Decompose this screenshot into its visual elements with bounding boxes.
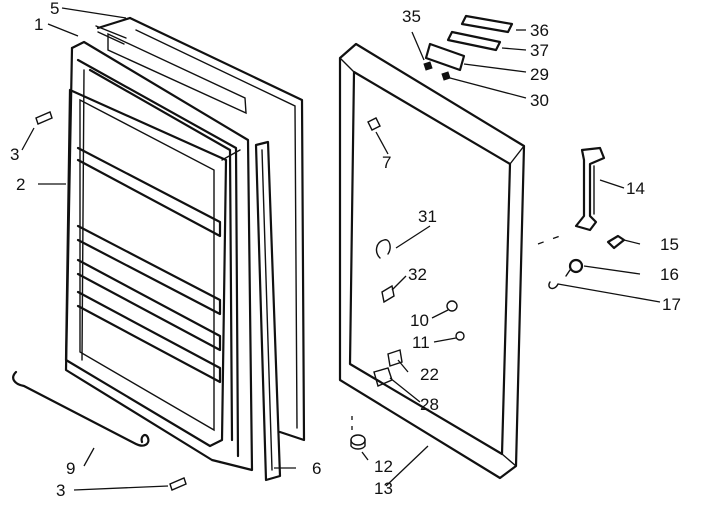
part-31-wire-spring (375, 239, 391, 259)
label-part-30: 30 (530, 91, 549, 110)
label-part-3-lower: 3 (56, 481, 65, 500)
part-3-screw-lower (169, 477, 187, 491)
label-part-1: 1 (34, 15, 43, 34)
part-16-handle-bushing (565, 258, 584, 277)
label-part-15: 15 (660, 235, 679, 254)
label-part-2: 2 (16, 175, 25, 194)
part-22-latch (387, 349, 403, 367)
part-1-top-strip (95, 25, 127, 45)
part-30-screw (441, 71, 451, 81)
part-10-bumper (446, 300, 458, 312)
label-part-29: 29 (530, 65, 549, 84)
label-part-32: 32 (408, 265, 427, 284)
label-part-22: 22 (420, 365, 439, 384)
label-part-17: 17 (662, 295, 681, 314)
part-29-trim-block (424, 42, 466, 72)
label-part-7: 7 (382, 153, 391, 172)
part-7-clip (367, 117, 381, 131)
label-part-14: 14 (626, 179, 645, 198)
label-part-12: 12 (374, 457, 393, 476)
label-part-6: 6 (312, 459, 321, 478)
label-part-9: 9 (66, 459, 75, 478)
label-part-36: 36 (530, 21, 549, 40)
part-13-door-frame (338, 42, 526, 480)
part-15-handle-cap (606, 234, 626, 250)
part-11-plug (455, 331, 465, 341)
part-9-stop-rod (12, 370, 150, 447)
callout-labels: 5 1 3 2 9 3 6 35 36 37 29 30 7 14 31 15 … (10, 0, 681, 500)
label-part-35: 35 (402, 7, 421, 26)
part-12-foot (350, 434, 366, 450)
part-36-trim (460, 14, 514, 34)
label-part-5: 5 (50, 0, 59, 18)
part-17-retainer (548, 281, 559, 290)
label-part-11: 11 (412, 333, 430, 352)
part-35-screw (423, 61, 433, 71)
part-32-bracket (381, 284, 395, 304)
label-part-37: 37 (530, 41, 549, 60)
label-part-13: 13 (374, 479, 393, 498)
label-part-3-upper: 3 (10, 145, 19, 164)
label-part-10: 10 (410, 311, 429, 330)
part-3-screw-upper (35, 111, 53, 125)
part-2-door-liner (64, 40, 254, 472)
label-part-31: 31 (418, 207, 437, 226)
part-6-gasket (254, 140, 282, 482)
leader-lines (21, 7, 661, 491)
part-14-handle (574, 146, 606, 232)
label-part-16: 16 (660, 265, 679, 284)
part-5-door-panel (96, 16, 306, 442)
part-37-trim (446, 30, 502, 52)
part-28-latch-base (373, 367, 393, 387)
label-part-28: 28 (420, 395, 439, 414)
